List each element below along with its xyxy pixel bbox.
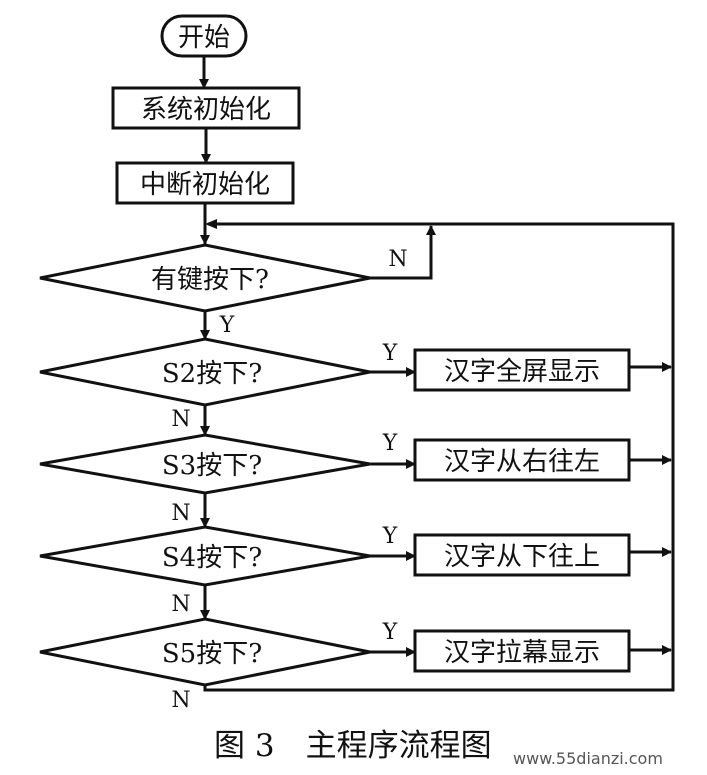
sys-init-label: 系统初始化 [141, 95, 271, 125]
action-full-box [413, 348, 631, 392]
s4-label: S4按下? [162, 543, 262, 573]
s3-yes-label: Y [382, 431, 398, 456]
watermark: www.55dianzi.com [513, 749, 663, 768]
action-btt-label: 汉字从下往上 [444, 542, 600, 572]
action-btt-box [413, 533, 631, 577]
s5-no-label: N [171, 688, 190, 713]
action-rtl-label: 汉字从右往左 [444, 447, 600, 477]
s2-label: S2按下? [162, 359, 262, 389]
int-init-label: 中断初始化 [140, 170, 270, 200]
s3-label: S3按下? [162, 451, 262, 481]
edge-s5-no [203, 685, 660, 692]
s2-yes-label: Y [382, 341, 398, 366]
figure-caption: 图 3 主程序流程图 [214, 728, 492, 764]
return-loop-line [208, 222, 675, 692]
s4-no-label: N [171, 592, 190, 617]
action-rtl-box [413, 438, 631, 482]
s5-yes-label: Y [382, 620, 398, 645]
s4-yes-label: Y [382, 524, 398, 549]
key-yes-label: Y [219, 313, 235, 338]
s2-no-label: N [171, 407, 190, 432]
key-no-loop [370, 225, 436, 280]
sys-init-box [111, 86, 301, 130]
start-label: 开始 [178, 23, 230, 53]
key-no-label: N [388, 247, 407, 272]
return-loop-arrow [205, 219, 217, 229]
key-pressed-label: 有键按下? [151, 265, 269, 295]
action-full-label: 汉字全屏显示 [444, 357, 600, 387]
s3-no-label: N [171, 501, 190, 526]
s5-label: S5按下? [162, 639, 262, 669]
action-curtain-label: 汉字拉幕显示 [444, 638, 600, 668]
